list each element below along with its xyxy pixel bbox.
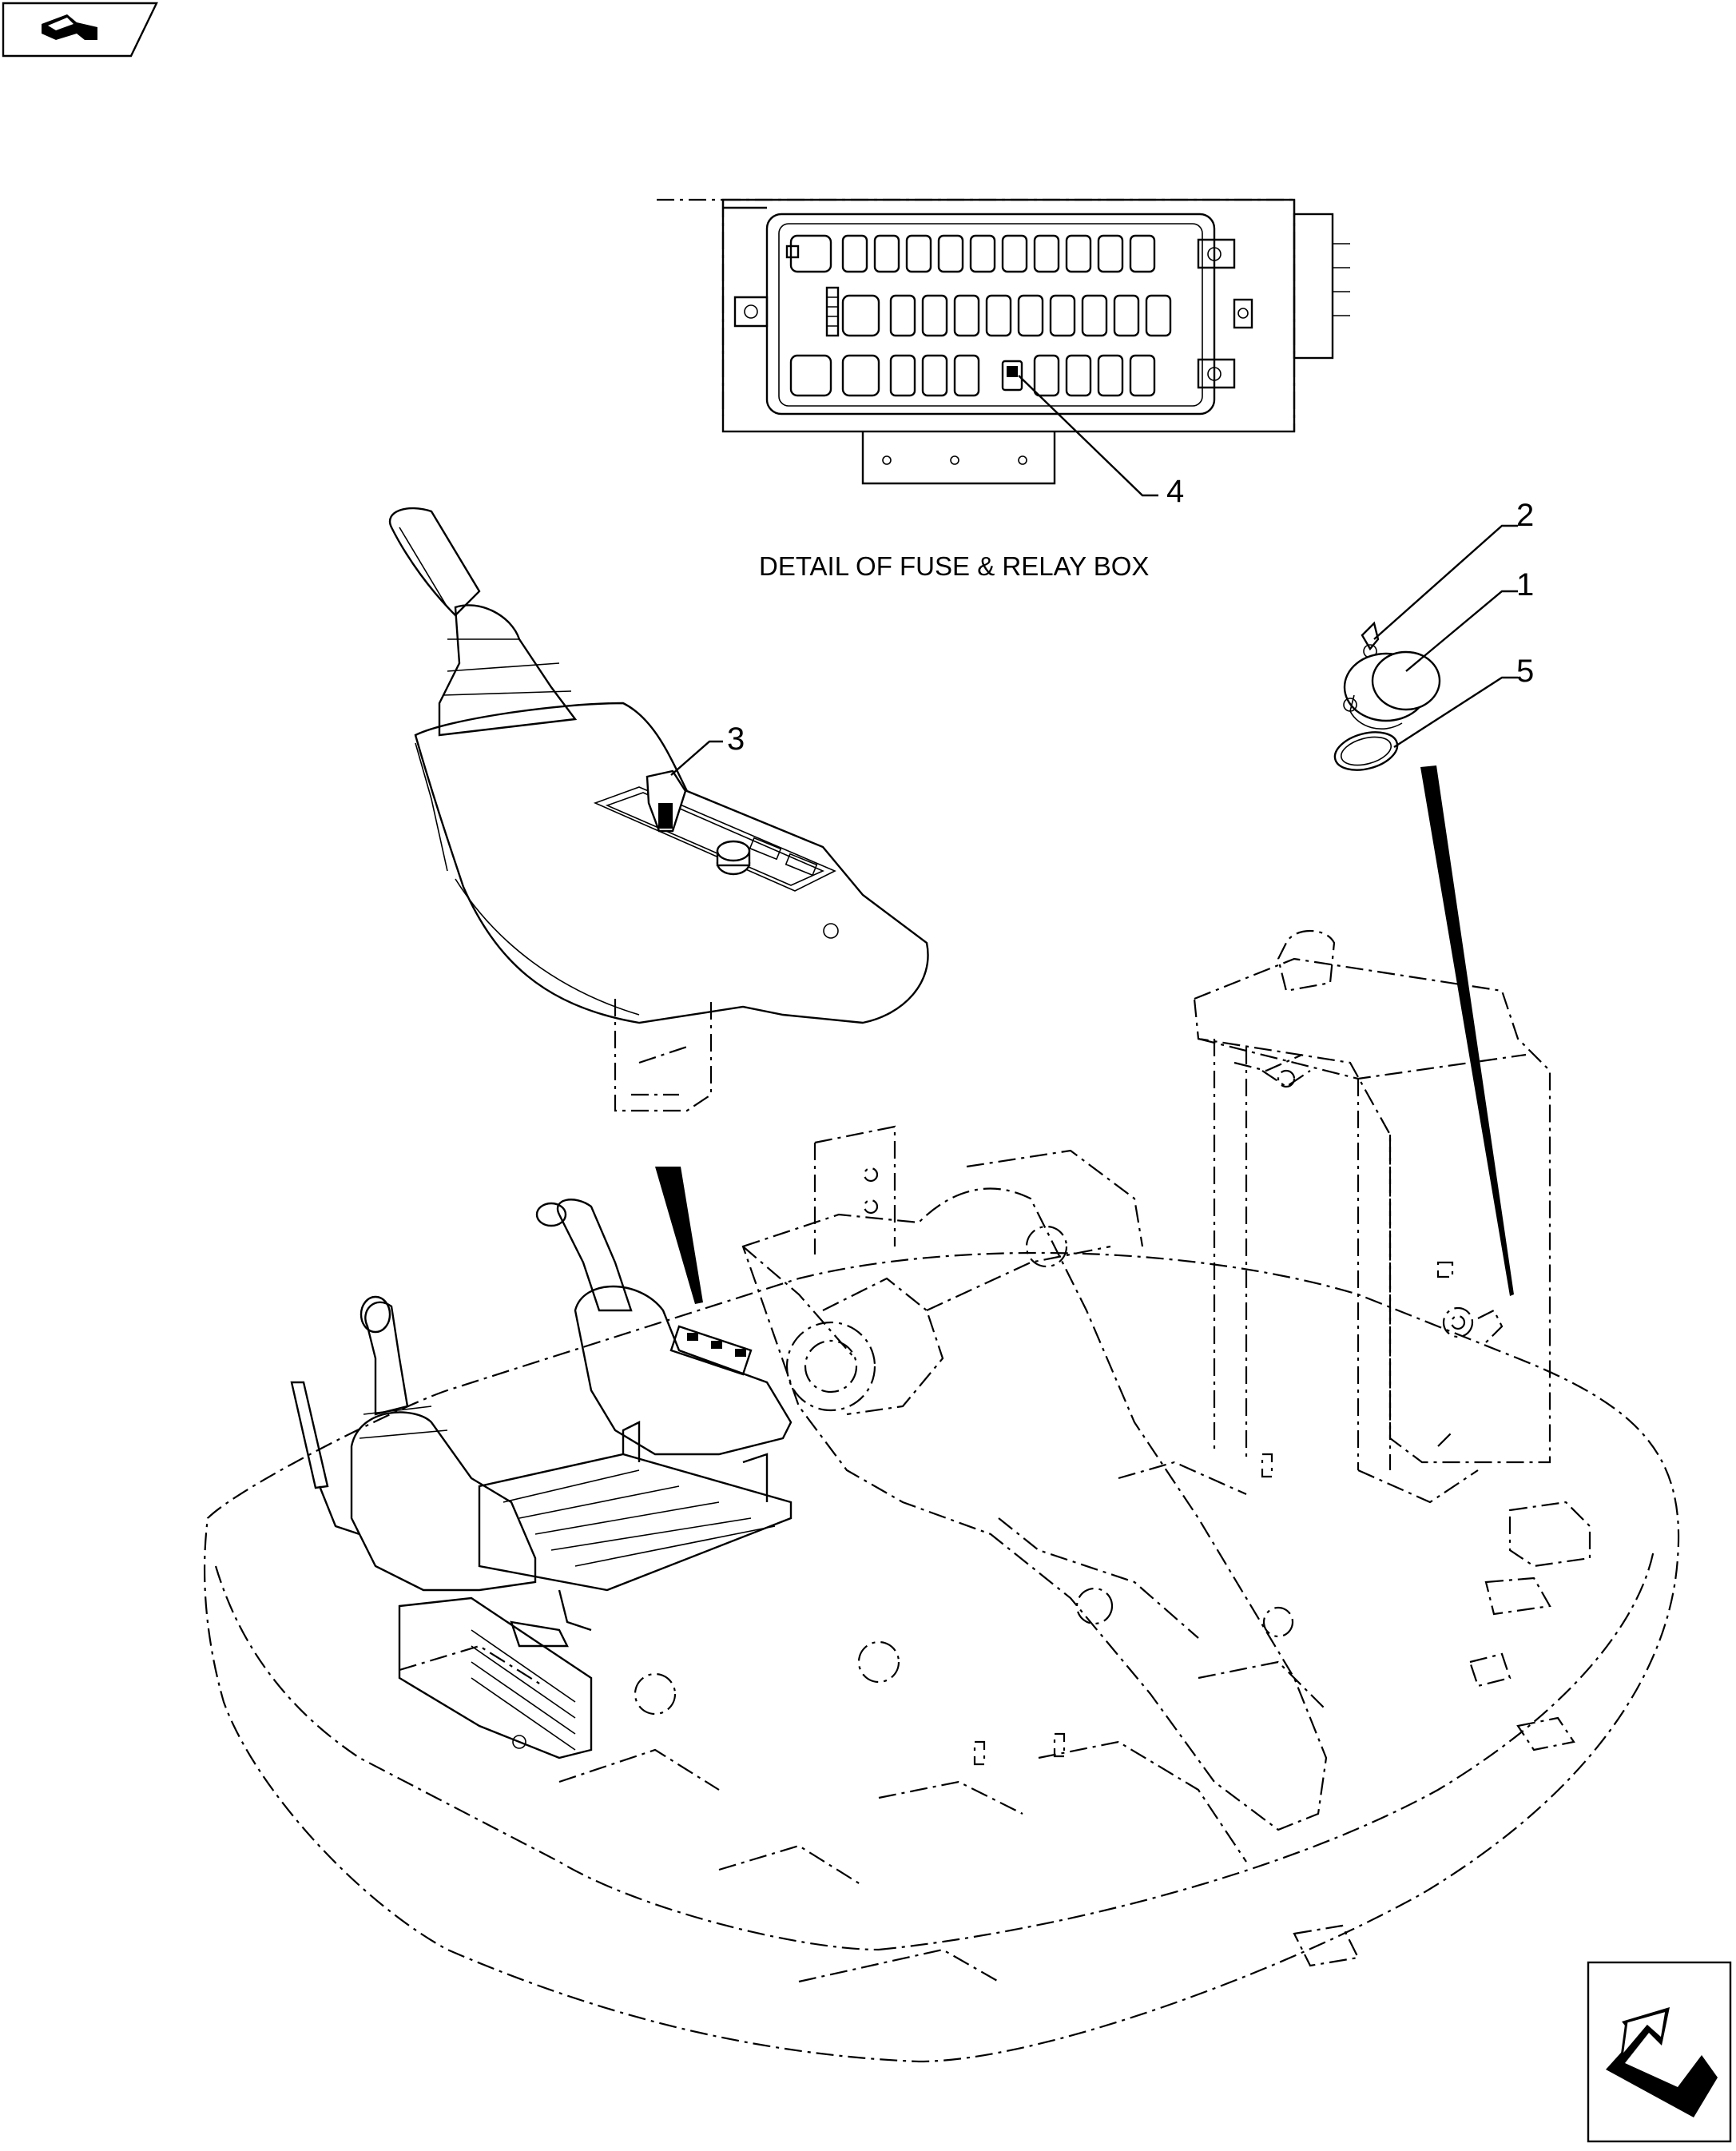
- detail-caption: DETAIL OF FUSE & RELAY BOX: [759, 551, 1149, 581]
- svg-text:3: 3: [727, 722, 745, 757]
- callout-5: 5: [1393, 654, 1534, 749]
- svg-text:2: 2: [1516, 498, 1534, 533]
- callout-1: 1: [1405, 567, 1534, 672]
- svg-text:5: 5: [1516, 654, 1534, 689]
- callout-4: 4: [1018, 375, 1184, 509]
- back-arrow-icon: [42, 14, 97, 40]
- fuse-relay-box-detail: [657, 198, 1350, 485]
- console-pointer: [655, 1167, 703, 1304]
- washer-motor-assembly: [1333, 621, 1514, 1296]
- svg-text:4: 4: [1166, 474, 1184, 509]
- upper-frame: [203, 929, 1680, 2063]
- callout-2: 2: [1373, 498, 1534, 640]
- control-console-enlarged: [388, 507, 929, 1112]
- operator-controls: [290, 1199, 793, 1759]
- callout-3: 3: [670, 722, 745, 776]
- prev-page-button[interactable]: [2, 2, 158, 58]
- svg-text:1: 1: [1516, 567, 1534, 602]
- forward-arrow-icon: [1606, 2007, 1718, 2117]
- next-page-button[interactable]: [1587, 1961, 1732, 2143]
